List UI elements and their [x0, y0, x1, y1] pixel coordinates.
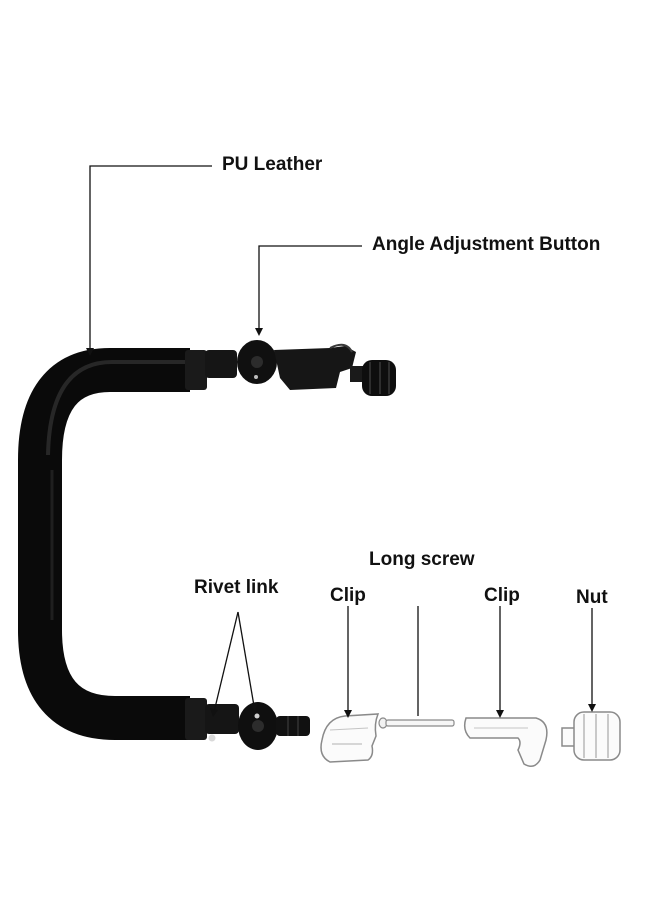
clip-left-label: Clip [330, 585, 366, 606]
bottom-end-cap [185, 698, 207, 740]
clip-right-label: Clip [484, 585, 520, 606]
pu-leather-label: PU Leather [222, 154, 323, 175]
clip-right-part [463, 717, 548, 767]
leader-pu-leather [89, 165, 212, 350]
arrowhead-rivet-a [210, 708, 218, 717]
bottom-hinge-assembly [205, 702, 310, 750]
leader-angle-button [258, 245, 362, 330]
bottom-rivet [208, 734, 216, 742]
long-screw-label: Long screw [369, 549, 475, 570]
arrowhead-pu-leather [86, 348, 94, 356]
top-clamp-assembly [205, 340, 396, 396]
arrowhead-nut [588, 704, 596, 712]
arrowhead-angle-button [255, 328, 263, 336]
leader-rivet-link-b [237, 611, 255, 707]
leader-lines [89, 165, 593, 716]
angle-adjustment-button-label: Angle Adjustment Button [372, 234, 601, 255]
clip-left-part [320, 713, 380, 763]
long-screw-part [378, 717, 455, 729]
leader-rivet-link-a [213, 611, 239, 713]
rivet-link-label: Rivet link [194, 577, 279, 598]
arrowhead-rivet-b [250, 703, 258, 711]
nut-part [561, 711, 621, 761]
u-shaped-bar [18, 348, 216, 742]
arrowhead-clip-left [344, 710, 352, 718]
arrowhead-clip-right [496, 710, 504, 718]
top-end-cap [185, 350, 207, 390]
nut-label: Nut [576, 587, 608, 608]
leader-arrowheads [86, 328, 596, 718]
